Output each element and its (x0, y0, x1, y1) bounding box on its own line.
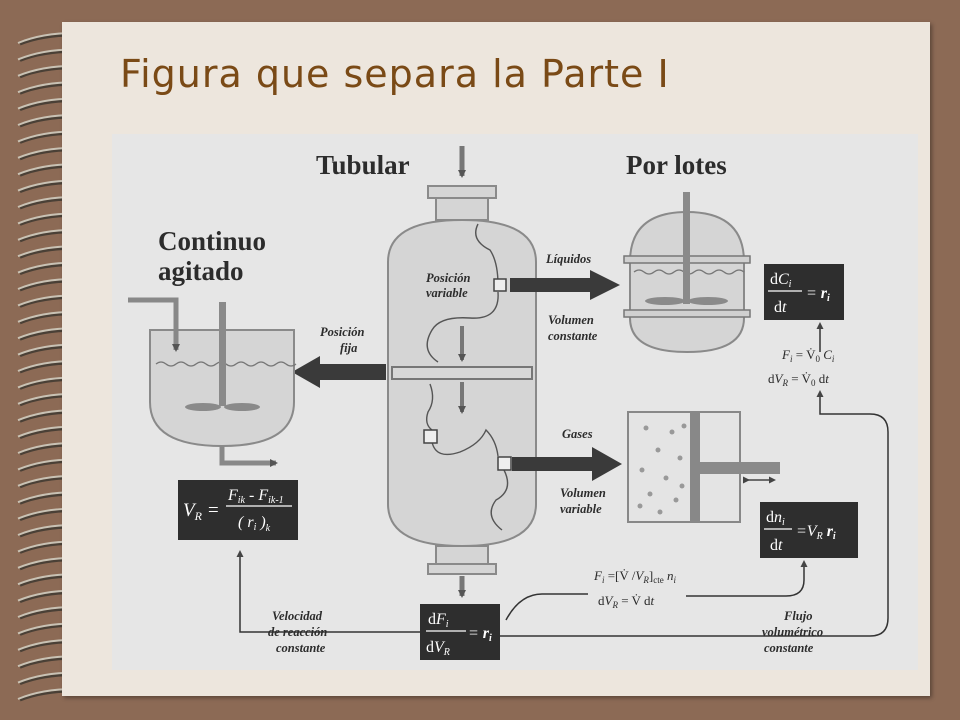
volume-var-label-line1: Volumen (560, 486, 606, 500)
batch-gas-eq-rhs: =VR ri (796, 523, 836, 542)
batch-flow-eq-line1: Fi = V̇0 Ci (781, 347, 835, 364)
tubular-title: Tubular (316, 150, 410, 180)
gas-molecules (637, 423, 687, 515)
batch-stirrer-shaft (683, 192, 690, 304)
volume-const-label-line1: Volumen (548, 313, 594, 327)
pos-fija-label-line2: fija (340, 341, 357, 355)
batch-liq-eq-rhs: = ri (806, 285, 830, 304)
batch-lower-band (623, 309, 751, 318)
tub-eq-rhs: = ri (468, 625, 492, 644)
rate-const-label-line1: Velocidad (272, 609, 323, 623)
cstr-impeller-right (224, 403, 260, 411)
tubular-bottom-neck (435, 545, 489, 565)
connector-flow-constant (500, 390, 889, 637)
pos-variable-label-line2: variable (426, 286, 468, 300)
flow-path-lower-right (431, 428, 499, 457)
batch-reactor-liquid (623, 192, 751, 354)
cstr-feed-arrow (292, 356, 386, 388)
tubular-reactor: Posición variable (387, 146, 537, 598)
tubular-flow-eq-line1: Fi =[V̇ /VR]cte ni (593, 568, 676, 585)
reactor-types-diagram: Tubular Por lotes Continuo agitado Posic… (128, 146, 889, 660)
cstr-title-line1: Continuo (158, 226, 266, 256)
cstr-title-line2: agitado (158, 256, 244, 286)
cstr-eq-lhs: VR = (183, 500, 220, 523)
gas-piston-rod (700, 462, 780, 474)
batch-gas-eq-numerator: dni (766, 509, 785, 528)
rate-const-label-line2: de reacción (268, 625, 327, 639)
cstr-equation-box: VR = Fik - Fik-1 ( ri )k (178, 480, 298, 540)
rate-const-label-line3: constante (276, 641, 326, 655)
batch-title: Por lotes (626, 150, 727, 180)
slide-title: Figura que separa la Parte I (120, 52, 670, 96)
liquids-label: Líquidos (545, 252, 591, 266)
pos-variable-label-line1: Posición (426, 271, 470, 285)
pos-fija-label-line1: Posición (320, 325, 364, 339)
batch-impeller-right (688, 297, 728, 305)
gas-piston (690, 412, 700, 522)
batch-liq-eq-denominator: dt (774, 299, 787, 316)
cstr-stirrer-shaft (219, 302, 226, 406)
batch-gas-equation-box: dni dt =VR ri (760, 502, 858, 558)
cstr-eq-denominator: ( ri )k (238, 514, 271, 534)
flow-const-label-line1: Flujo (783, 609, 813, 623)
connector-batch-gas (686, 560, 808, 597)
tubular-equation-box: dFi dVR = ri (420, 604, 500, 660)
sample-point-fixed (423, 429, 438, 444)
cstr-impeller-left (185, 403, 221, 411)
liquid-arrow (510, 270, 620, 300)
flow-const-label-line2: volumétrico (762, 625, 823, 639)
tub-eq-numerator: dFi (428, 611, 449, 630)
batch-reactor-gas (627, 411, 780, 523)
cstr-reactor (128, 297, 297, 467)
connector-tubular-flow (505, 593, 588, 621)
batch-liquid-equation-box: dCi dt = ri (764, 264, 844, 320)
cstr-outlet-pipe (219, 446, 278, 467)
tubular-flow-eq-line2: dVR = V̇ dt (598, 593, 654, 610)
tubular-top-neck (435, 197, 489, 221)
batch-gas-eq-denominator: dt (770, 537, 783, 554)
batch-impeller-left (645, 297, 685, 305)
gas-arrow (512, 447, 622, 481)
cstr-feed-pipe (128, 297, 180, 352)
reactor-diagram-panel: Tubular Por lotes Continuo agitado Posic… (112, 134, 918, 670)
flow-path-lower-left (425, 383, 434, 431)
flow-path-upper (475, 223, 499, 286)
batch-liq-eq-numerator: dCi (770, 271, 792, 290)
sample-point-gas (497, 456, 512, 471)
gases-label: Gases (562, 427, 593, 441)
batch-flow-eq-line2: dVR = V̇0 dt (768, 371, 829, 388)
tubular-middle-plate (391, 366, 533, 380)
volume-const-label-line2: constante (548, 329, 598, 343)
flow-path-middle (426, 291, 499, 363)
tubular-top-flange (427, 185, 497, 199)
tubular-bottom-flange (427, 563, 497, 575)
flow-path-bottom (490, 469, 509, 531)
flow-const-label-line3: constante (764, 641, 814, 655)
volume-var-label-line2: variable (560, 502, 602, 516)
sample-point-liquid (493, 278, 507, 292)
connector-rate-constant (236, 550, 420, 633)
